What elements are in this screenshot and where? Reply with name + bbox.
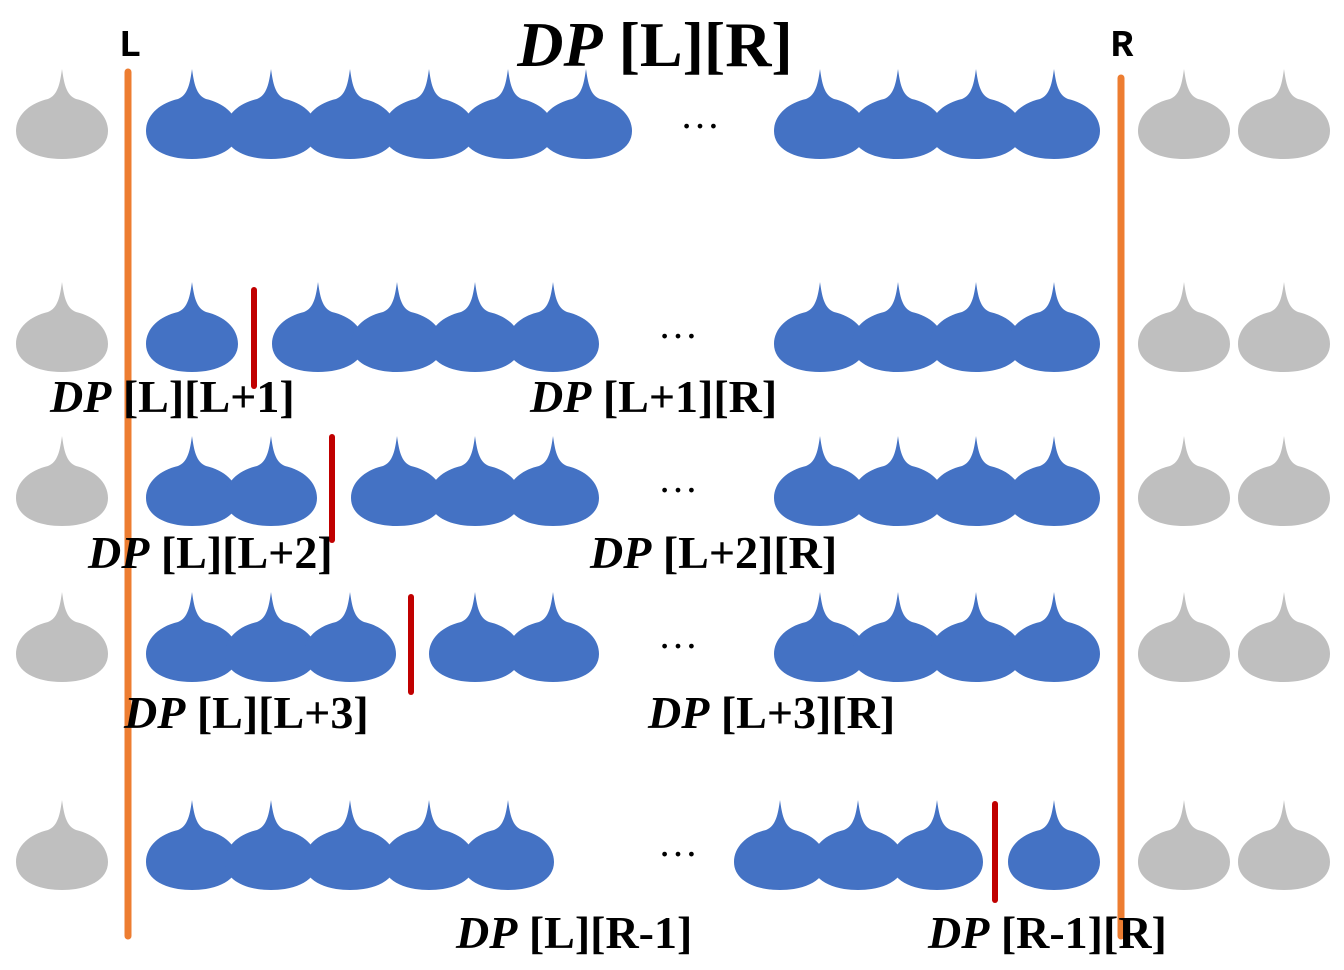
inside-drop — [225, 800, 317, 890]
outside-drop — [1138, 69, 1230, 159]
ellipsis: … — [658, 302, 698, 347]
label-dp-l-l2: DP [L][L+2] — [87, 527, 333, 578]
pointer-r: R — [1111, 25, 1134, 68]
inside-drop — [930, 69, 1022, 159]
label-dp-l3-r: DP [L+3][R] — [647, 687, 895, 738]
inside-drop — [930, 436, 1022, 526]
inside-drop — [507, 592, 599, 682]
outside-drop — [1138, 800, 1230, 890]
inside-drop — [146, 592, 238, 682]
inside-drop — [930, 282, 1022, 372]
label-dp-l-r1: DP [L][R-1] — [455, 907, 692, 958]
inside-drop — [507, 436, 599, 526]
inside-drop — [146, 69, 238, 159]
inside-drop — [891, 800, 983, 890]
inside-drop — [225, 592, 317, 682]
outside-drop — [1238, 592, 1330, 682]
inside-drop — [225, 69, 317, 159]
inside-drop — [1008, 69, 1100, 159]
label-dp-l2-r: DP [L+2][R] — [589, 527, 837, 578]
inside-drop — [852, 436, 944, 526]
label-dp-r1-r: DP [R-1][R] — [927, 907, 1167, 958]
outside-drop — [1238, 282, 1330, 372]
inside-drop — [146, 800, 238, 890]
text-layer: DP [L][R] L R … … … … … DP [L][L+1] DP [L+1][R… — [49, 9, 1167, 958]
ellipsis: … — [658, 820, 698, 865]
inside-drop — [429, 592, 521, 682]
inside-drop — [351, 436, 443, 526]
outside-drop — [1238, 800, 1330, 890]
line-layer — [124, 68, 1125, 940]
inside-drop — [225, 436, 317, 526]
inside-drop — [540, 69, 632, 159]
inside-drop — [272, 282, 364, 372]
outside-drop — [1238, 69, 1330, 159]
inside-drop — [462, 800, 554, 890]
title-dp-l-r: DP [L][R] — [516, 9, 792, 80]
inside-drop — [774, 436, 866, 526]
inside-drop — [852, 69, 944, 159]
inside-drop — [462, 69, 554, 159]
outside-drop — [1138, 592, 1230, 682]
label-dp-l-l1: DP [L][L+1] — [49, 371, 295, 422]
inside-drop — [383, 800, 475, 890]
outside-drop — [16, 592, 108, 682]
label-dp-l-l3: DP [L][L+3] — [123, 687, 369, 738]
inside-drop — [304, 69, 396, 159]
pointer-l: L — [119, 25, 142, 68]
outside-drop — [1238, 436, 1330, 526]
inside-drop — [1008, 592, 1100, 682]
inside-drop — [774, 592, 866, 682]
inside-drop — [429, 436, 521, 526]
ellipsis: … — [658, 612, 698, 657]
outside-drop — [16, 800, 108, 890]
outside-drop — [16, 436, 108, 526]
inside-drop — [429, 282, 521, 372]
outside-drop — [1138, 282, 1230, 372]
ellipsis: … — [680, 92, 720, 137]
inside-drop — [852, 282, 944, 372]
inside-drop — [507, 282, 599, 372]
inside-drop — [304, 592, 396, 682]
inside-drop — [146, 436, 238, 526]
ellipsis: … — [658, 456, 698, 501]
inside-drop — [812, 800, 904, 890]
inside-drop — [351, 282, 443, 372]
outside-drop — [16, 282, 108, 372]
inside-drop — [1008, 282, 1100, 372]
label-dp-l1-r: DP [L+1][R] — [529, 371, 777, 422]
inside-drop — [1008, 800, 1100, 890]
outside-drop — [16, 69, 108, 159]
inside-drop — [304, 800, 396, 890]
inside-drop — [852, 592, 944, 682]
inside-drop — [774, 69, 866, 159]
inside-drop — [930, 592, 1022, 682]
inside-drop — [146, 282, 238, 372]
outside-drop — [1138, 436, 1230, 526]
inside-drop — [383, 69, 475, 159]
inside-drop — [734, 800, 826, 890]
inside-drop — [774, 282, 866, 372]
inside-drop — [1008, 436, 1100, 526]
